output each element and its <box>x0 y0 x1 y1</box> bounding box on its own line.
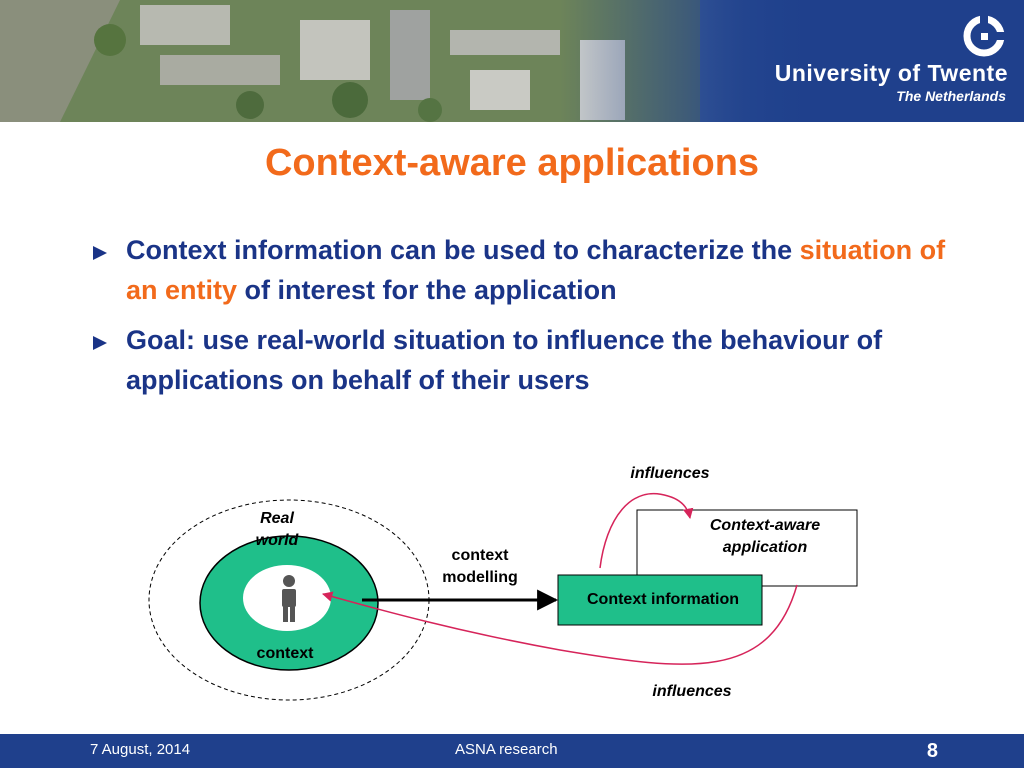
bullet-text: Goal: use real-world situation to influe… <box>126 325 883 395</box>
bullet-highlight: situation of an entity <box>126 235 946 305</box>
bullet-text-end: of interest for the application <box>237 275 617 305</box>
header-banner: University of Twente The Netherlands <box>0 0 1024 122</box>
university-subtitle: The Netherlands <box>896 88 1006 104</box>
modelling-line2: modelling <box>442 569 518 586</box>
bullet-item: Context information can be used to chara… <box>90 230 970 310</box>
influences-arrow-bottom <box>321 584 798 665</box>
bullet-arrow-icon <box>93 336 107 350</box>
bullet-arrow-icon <box>93 246 107 260</box>
bullet-text-start: Context information can be used to chara… <box>126 235 800 265</box>
real-world-line1: Real <box>260 510 294 527</box>
influences-arrow-top <box>599 493 694 569</box>
real-world-line2: world <box>255 532 299 549</box>
context-aware-application-label: Context-aware application <box>680 515 850 559</box>
application-line1: Context-aware <box>709 517 821 534</box>
university-name: University of Twente <box>774 60 1008 86</box>
context-label: context <box>256 645 314 662</box>
footer-date: 7 August, 2014 <box>90 741 191 758</box>
banner-fade <box>560 0 820 122</box>
bullet-item: Goal: use real-world situation to influe… <box>90 320 970 400</box>
context-information-label: Context information <box>587 591 739 608</box>
footer-bar: 7 August, 2014 ASNA research 8 <box>0 734 1024 768</box>
context-aware-application-box[interactable] <box>636 509 858 587</box>
slide-title: Context-aware applications <box>264 142 760 184</box>
person-icon <box>282 575 296 622</box>
university-logo-icon <box>962 14 1006 58</box>
real-world-label: Real world <box>240 508 314 552</box>
bullet-list: Context information can be used to chara… <box>90 230 970 410</box>
context-information-box[interactable] <box>557 574 763 626</box>
influences-label-bottom: influences <box>652 683 732 700</box>
context-modelling-label: context modelling <box>420 545 540 589</box>
footer-center-text: ASNA research <box>455 741 558 758</box>
page-number: 8 <box>926 740 938 762</box>
influences-label-top: influences <box>630 465 710 482</box>
application-line2: application <box>722 539 808 556</box>
modelling-line1: context <box>451 547 509 564</box>
